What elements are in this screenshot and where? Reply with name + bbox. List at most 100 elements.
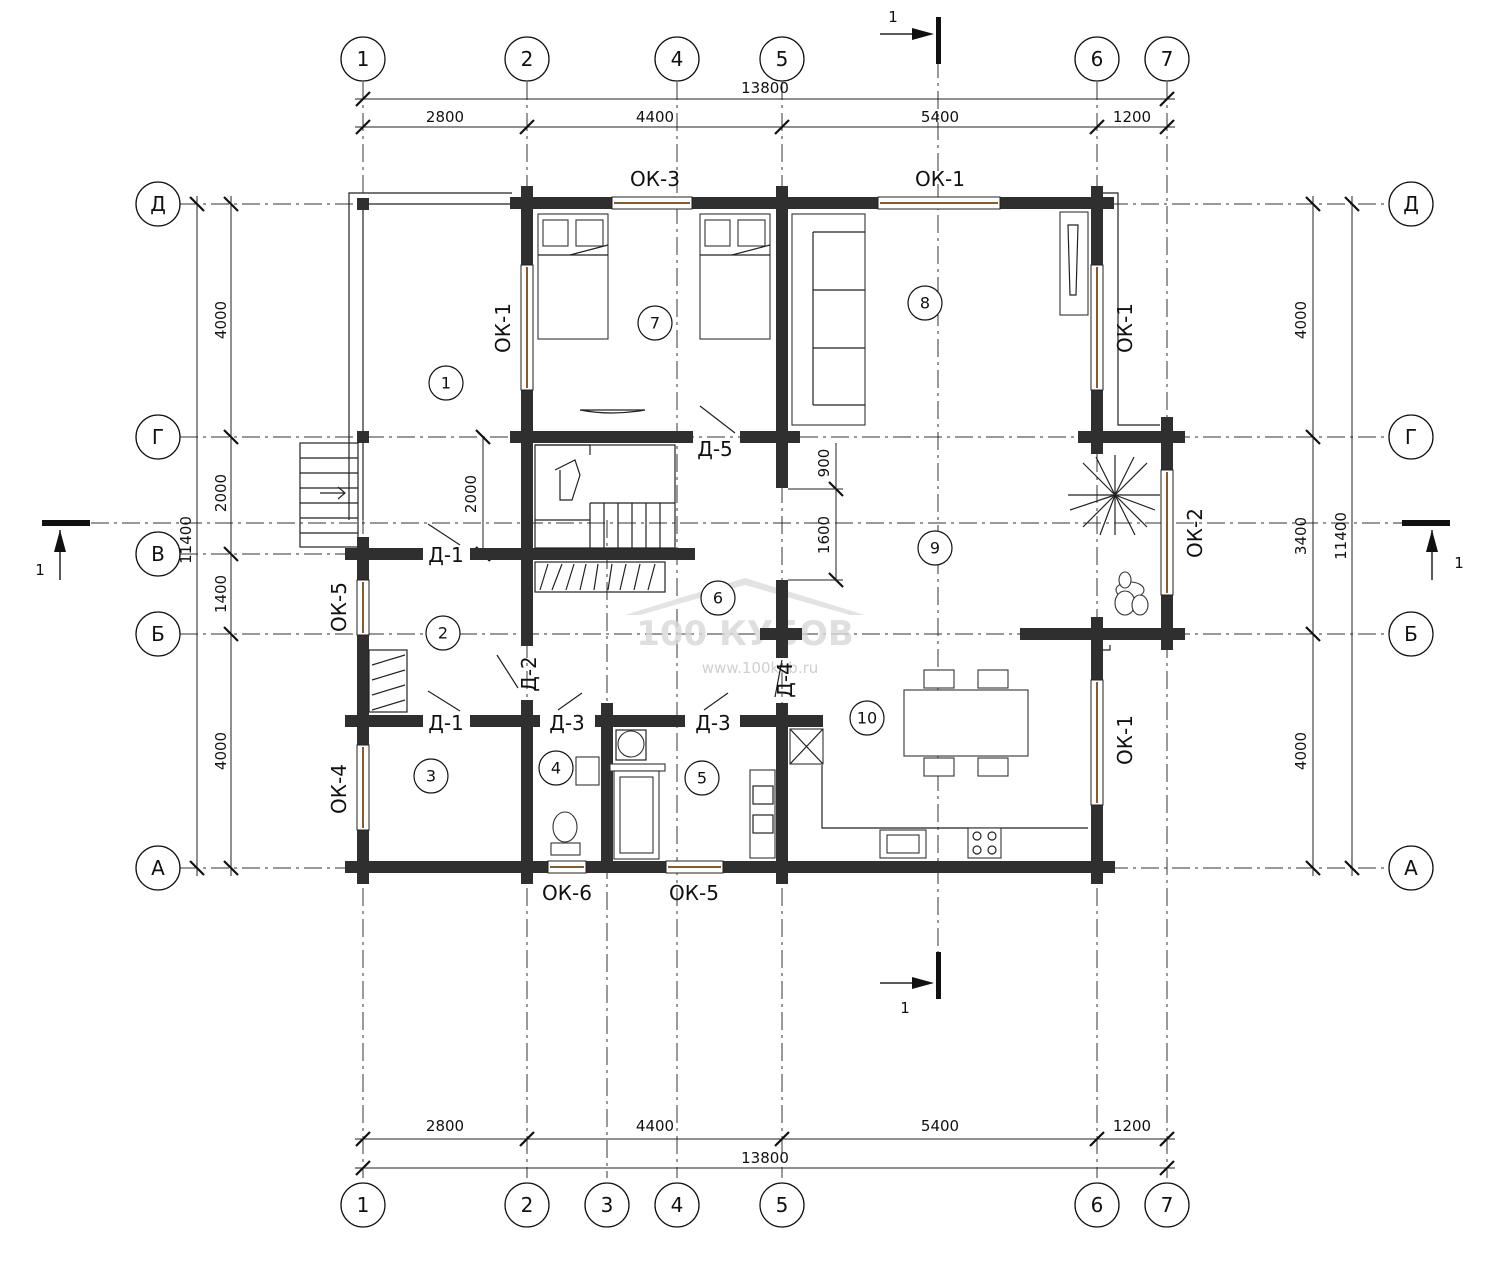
- door-label-d5: Д-5: [697, 437, 733, 461]
- room-number-8: 8: [920, 294, 930, 313]
- room-marker-4: [538, 750, 574, 786]
- dim-left-overall: 11400: [177, 516, 195, 564]
- room-marker-5: [684, 760, 720, 796]
- axis-label-left-V: В: [151, 542, 165, 566]
- axis-label-right-D: Д: [1403, 192, 1419, 216]
- axis-bubbles: 1 2 4 5 6 7 1 2 3 4 5 6 7 Д Г В Б А: [135, 36, 1434, 1228]
- door-label-d2: Д-2: [517, 656, 541, 692]
- stove: [967, 827, 1002, 859]
- door-leaf-d1-upper: [427, 523, 461, 546]
- plant-small: [1114, 571, 1149, 616]
- axis-label-top-5: 5: [776, 47, 789, 71]
- wall-v-left: [345, 548, 423, 560]
- terrace-outline: 2000: [299, 192, 518, 562]
- door-leaf-d3-right: [703, 692, 729, 711]
- room-number-5: 5: [697, 769, 707, 788]
- window-label-ok5-bottom: ОК-5: [669, 881, 719, 905]
- dim-top-overall: 13800: [741, 79, 789, 97]
- furniture: [368, 211, 1160, 860]
- axis-label-top-1: 1: [357, 47, 370, 71]
- dim-bottom-segment-1: 2800: [426, 1117, 464, 1135]
- axis-bubble-bottom-2: [504, 1182, 550, 1228]
- window-label-ok1-right-upper: ОК-1: [1113, 303, 1137, 353]
- axis-bubble-right-A: [1388, 845, 1434, 891]
- axis-label-bottom-2: 2: [521, 1193, 534, 1217]
- axis-bubble-left-A: [135, 845, 181, 891]
- wall-axis-5-mid: [776, 580, 788, 658]
- axis-bubble-left-D: [135, 181, 181, 227]
- door-leaf-d4: [774, 659, 783, 698]
- section-label-bottom: 1: [900, 999, 910, 1017]
- axis-label-left-A: А: [151, 856, 165, 880]
- dim-right-overall: 11400: [1332, 512, 1350, 560]
- dining-table: [903, 669, 1029, 777]
- section-markers: 1 1 1 1: [35, 8, 1464, 1017]
- dim-top-segment-1: 2800: [426, 108, 464, 126]
- dimensions-bottom: 2800 4400 5400 1200 13800: [355, 1117, 1175, 1176]
- dim-right-segment-3: 4000: [1292, 732, 1310, 770]
- dim-stair-height: 2000: [462, 475, 480, 513]
- wall-b-right: [1020, 628, 1185, 640]
- room-number-9: 9: [930, 539, 940, 558]
- axis-bubble-top-1: [340, 36, 386, 82]
- axis-label-bottom-3: 3: [601, 1193, 614, 1217]
- window-label-ok4: ОК-4: [327, 764, 351, 814]
- section-bar-bottom: [936, 952, 941, 999]
- axis-bubble-top-4: [654, 36, 700, 82]
- dim-bottom-segment-4: 1200: [1113, 1117, 1151, 1135]
- axis-bubble-left-G: [135, 414, 181, 460]
- wall-axis-2-lower: [521, 700, 533, 884]
- room-number-4: 4: [551, 759, 561, 778]
- wall-axis-2: [521, 186, 533, 646]
- dim-corridor-900: 900: [815, 449, 833, 478]
- room-number-7: 7: [650, 314, 660, 333]
- wall-bath-end: [740, 715, 823, 727]
- room-marker-2: [425, 615, 461, 651]
- dim-top-segment-3: 5400: [921, 108, 959, 126]
- wall-top-main: [510, 197, 1114, 209]
- wall-g-left: [510, 431, 693, 443]
- room-marker-9: [917, 530, 953, 566]
- wall-axis-5-upper: [776, 186, 788, 488]
- watermark-brand: 100 КУБОВ: [636, 614, 854, 654]
- wall-axis-3: [601, 703, 613, 873]
- axis-label-top-6: 6: [1091, 47, 1104, 71]
- axis-bubble-bottom-3: [584, 1182, 630, 1228]
- door-leaf-d1-lower: [427, 690, 461, 712]
- axis-label-right-B: Б: [1404, 622, 1418, 646]
- dim-corridor-1600: 1600: [815, 516, 833, 554]
- room-markers: 1 2 3 4 5 6 7 8 9 10: [413, 285, 953, 796]
- dim-left-segment-4: 4000: [212, 732, 230, 770]
- wall-bath-mid: [470, 715, 540, 727]
- axis-label-bottom-5: 5: [776, 1193, 789, 1217]
- room-marker-10: [849, 700, 885, 736]
- dim-top-segment-4: 1200: [1113, 108, 1151, 126]
- wc-sink: [575, 756, 600, 786]
- door-leaf-d3-left: [557, 692, 583, 711]
- axis-label-bottom-4: 4: [671, 1193, 684, 1217]
- wall-g-bay: [1078, 431, 1185, 443]
- section-arrow-top: [912, 28, 934, 40]
- dimensions-top: 13800 2800 4400 5400 1200: [355, 79, 1175, 135]
- axis-bubble-right-B: [1388, 611, 1434, 657]
- dim-right-segment-2: 3400: [1292, 517, 1310, 555]
- axis-label-left-D: Д: [150, 192, 166, 216]
- window-label-ok6: ОК-6: [542, 881, 592, 905]
- tv-cabinet: [1059, 211, 1089, 316]
- room-number-6: 6: [713, 589, 723, 608]
- windows: [356, 196, 1174, 874]
- axis-bubble-top-5: [759, 36, 805, 82]
- dim-top-segment-2: 4400: [636, 108, 674, 126]
- window-label-ok1-right-lower: ОК-1: [1113, 715, 1137, 765]
- sofa: [791, 213, 866, 426]
- section-label-top: 1: [888, 8, 898, 26]
- wall-g-right: [740, 431, 800, 443]
- window-label-ok1-top: ОК-1: [915, 167, 965, 191]
- axis-bubble-top-6: [1074, 36, 1120, 82]
- axis-bubble-right-G: [1388, 414, 1434, 460]
- wall-v-right: [470, 548, 695, 560]
- bed-right: [699, 213, 771, 340]
- axis-label-top-4: 4: [671, 47, 684, 71]
- axis-bubble-top-2: [504, 36, 550, 82]
